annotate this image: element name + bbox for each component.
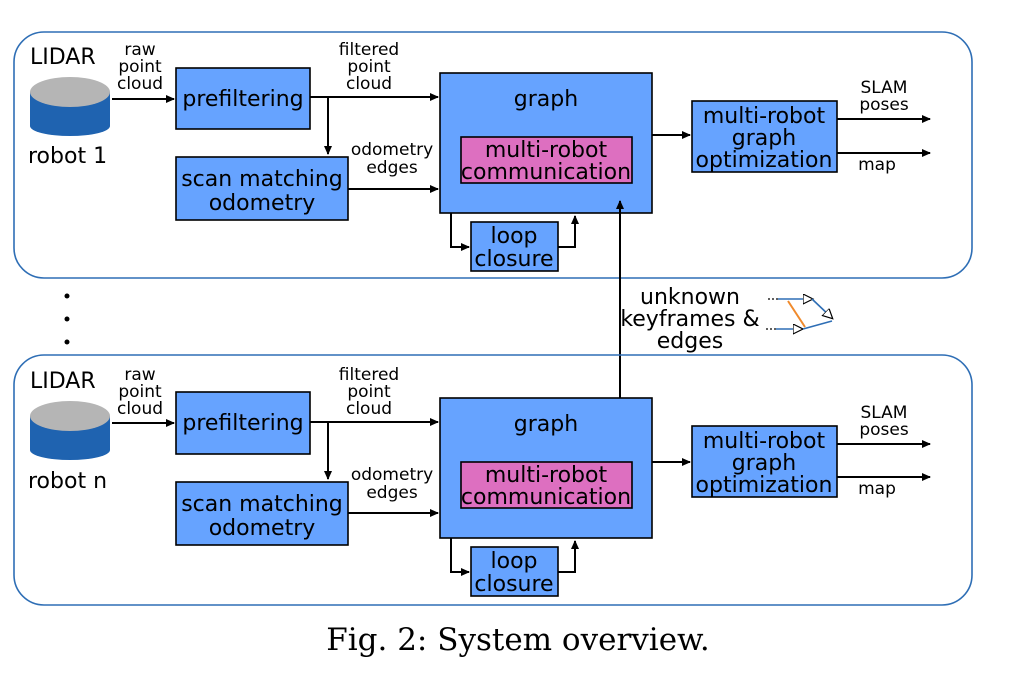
graph-optimization-box [691,425,838,498]
raw-point-cloud-label-2: point [118,57,162,77]
robot-label: robot 1 [28,144,107,169]
scan-matching-label-2: odometry [209,191,316,216]
scan-matching-box [175,156,349,221]
raw-point-cloud-label-2: point [118,382,162,402]
odometry-edges-label-1: odometry [351,465,433,485]
keyframe-graph-icon [766,299,832,329]
filtered-point-cloud-label-2: point [347,382,391,402]
filtered-point-cloud-label-2: point [347,57,391,77]
robot-n-panel: LIDAR robot n raw point cloud prefilteri… [13,354,973,606]
loop-closure-label-1: loop [491,549,538,574]
raw-point-cloud-label-1: raw [124,40,155,60]
slam-poses-label-1: SLAM [861,403,908,423]
prefiltering-box [175,67,311,130]
slam-poses-label-2: poses [859,420,909,440]
communication-label-2: communication [461,485,631,510]
map-label: map [858,155,896,175]
scan-matching-label-1: scan matching [181,167,343,192]
loop-closure-label-2: closure [474,572,553,597]
scan-matching-label-1: scan matching [181,492,343,517]
more-robots-ellipsis [64,293,70,345]
exchange-label-2: keyframes & [620,307,759,332]
loop-closure-label-1: loop [491,224,538,249]
raw-point-cloud-label-3: cloud [117,74,163,94]
robot-1-panel: LIDAR robot 1 raw point cloud prefilteri… [13,31,973,279]
loop-to-graph-arrow [558,215,579,248]
graph-to-loop-arrow [450,538,470,576]
optimization-label-1: multi-robot [703,429,826,454]
optimization-label-1: multi-robot [703,104,826,129]
filtered-point-cloud-label-3: cloud [346,399,392,419]
lidar-label: LIDAR [30,369,96,394]
odometry-edges-label-2: edges [366,483,418,503]
optimization-label-3: optimization [696,148,833,173]
exchange-label-1: unknown [640,285,740,310]
graph-optimization-box [691,100,838,173]
multi-robot-communication-box [460,461,633,509]
multi-robot-communication-box [460,136,633,184]
figure-caption: Fig. 2: System overview. [326,622,710,658]
filtered-point-cloud-label-1: filtered [339,40,399,60]
loop-closure-label-2: closure [474,247,553,272]
communication-label-2: communication [461,160,631,185]
odometry-edges-label-2: edges [366,158,418,178]
panel-border [13,354,973,606]
loop-to-graph-arrow [558,540,579,573]
map-label: map [858,479,896,499]
lidar-label: LIDAR [30,45,96,70]
optimization-label-3: optimization [696,473,833,498]
optimization-label-2: graph [732,451,796,476]
robot-label: robot n [28,469,107,494]
odometry-edges-label-1: odometry [351,140,433,160]
prefiltering-box [175,391,311,455]
scan-matching-box [175,481,349,546]
loop-closure-box [470,221,559,272]
lidar-icon [30,77,110,136]
filtered-point-cloud-label-3: cloud [346,74,392,94]
communication-label-1: multi-robot [485,138,608,163]
slam-poses-label-2: poses [859,95,909,115]
exchange-label-3: edges [657,329,723,354]
loop-closure-box [470,546,559,597]
scan-matching-label-2: odometry [209,516,316,541]
graph-to-loop-arrow [450,213,470,251]
lidar-icon [30,401,110,460]
filtered-point-cloud-label-1: filtered [339,365,399,385]
graph-label: graph [514,87,578,112]
slam-poses-label-1: SLAM [861,78,908,98]
communication-label-1: multi-robot [485,463,608,488]
raw-point-cloud-label-1: raw [124,365,155,385]
graph-label: graph [514,412,578,437]
optimization-label-2: graph [732,126,796,151]
prefiltering-label: prefiltering [182,87,303,112]
raw-point-cloud-label-3: cloud [117,399,163,419]
prefiltering-label: prefiltering [182,411,303,436]
panel-border [13,31,973,279]
